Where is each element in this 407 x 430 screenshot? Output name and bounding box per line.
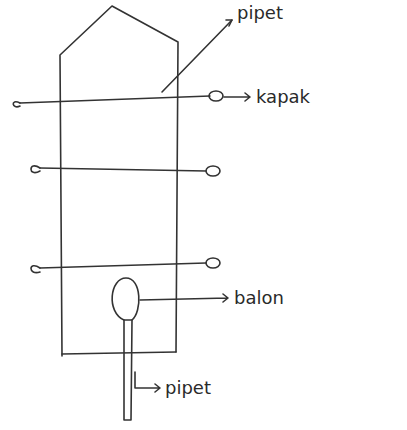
stick	[40, 168, 206, 171]
balloon	[112, 278, 139, 320]
part-label: kapak	[255, 88, 311, 106]
tube-outline	[60, 6, 178, 356]
cap	[206, 166, 220, 176]
stick	[40, 263, 206, 268]
leader-arrow	[135, 372, 160, 392]
tube-bottom	[62, 352, 176, 354]
part-label: balon	[233, 289, 285, 307]
part-label: pipet	[236, 4, 284, 22]
leader-line	[162, 20, 232, 92]
part-label: pipet	[164, 379, 212, 397]
stick-cap	[31, 166, 40, 173]
pipette	[124, 320, 132, 420]
leader-arrow	[224, 93, 250, 101]
cap	[206, 258, 220, 268]
leader-arrow	[140, 294, 228, 302]
stick-cap	[13, 102, 20, 107]
arrow-head	[226, 20, 232, 26]
stick-cap	[31, 266, 40, 273]
stick	[20, 96, 210, 103]
cap	[209, 91, 223, 101]
